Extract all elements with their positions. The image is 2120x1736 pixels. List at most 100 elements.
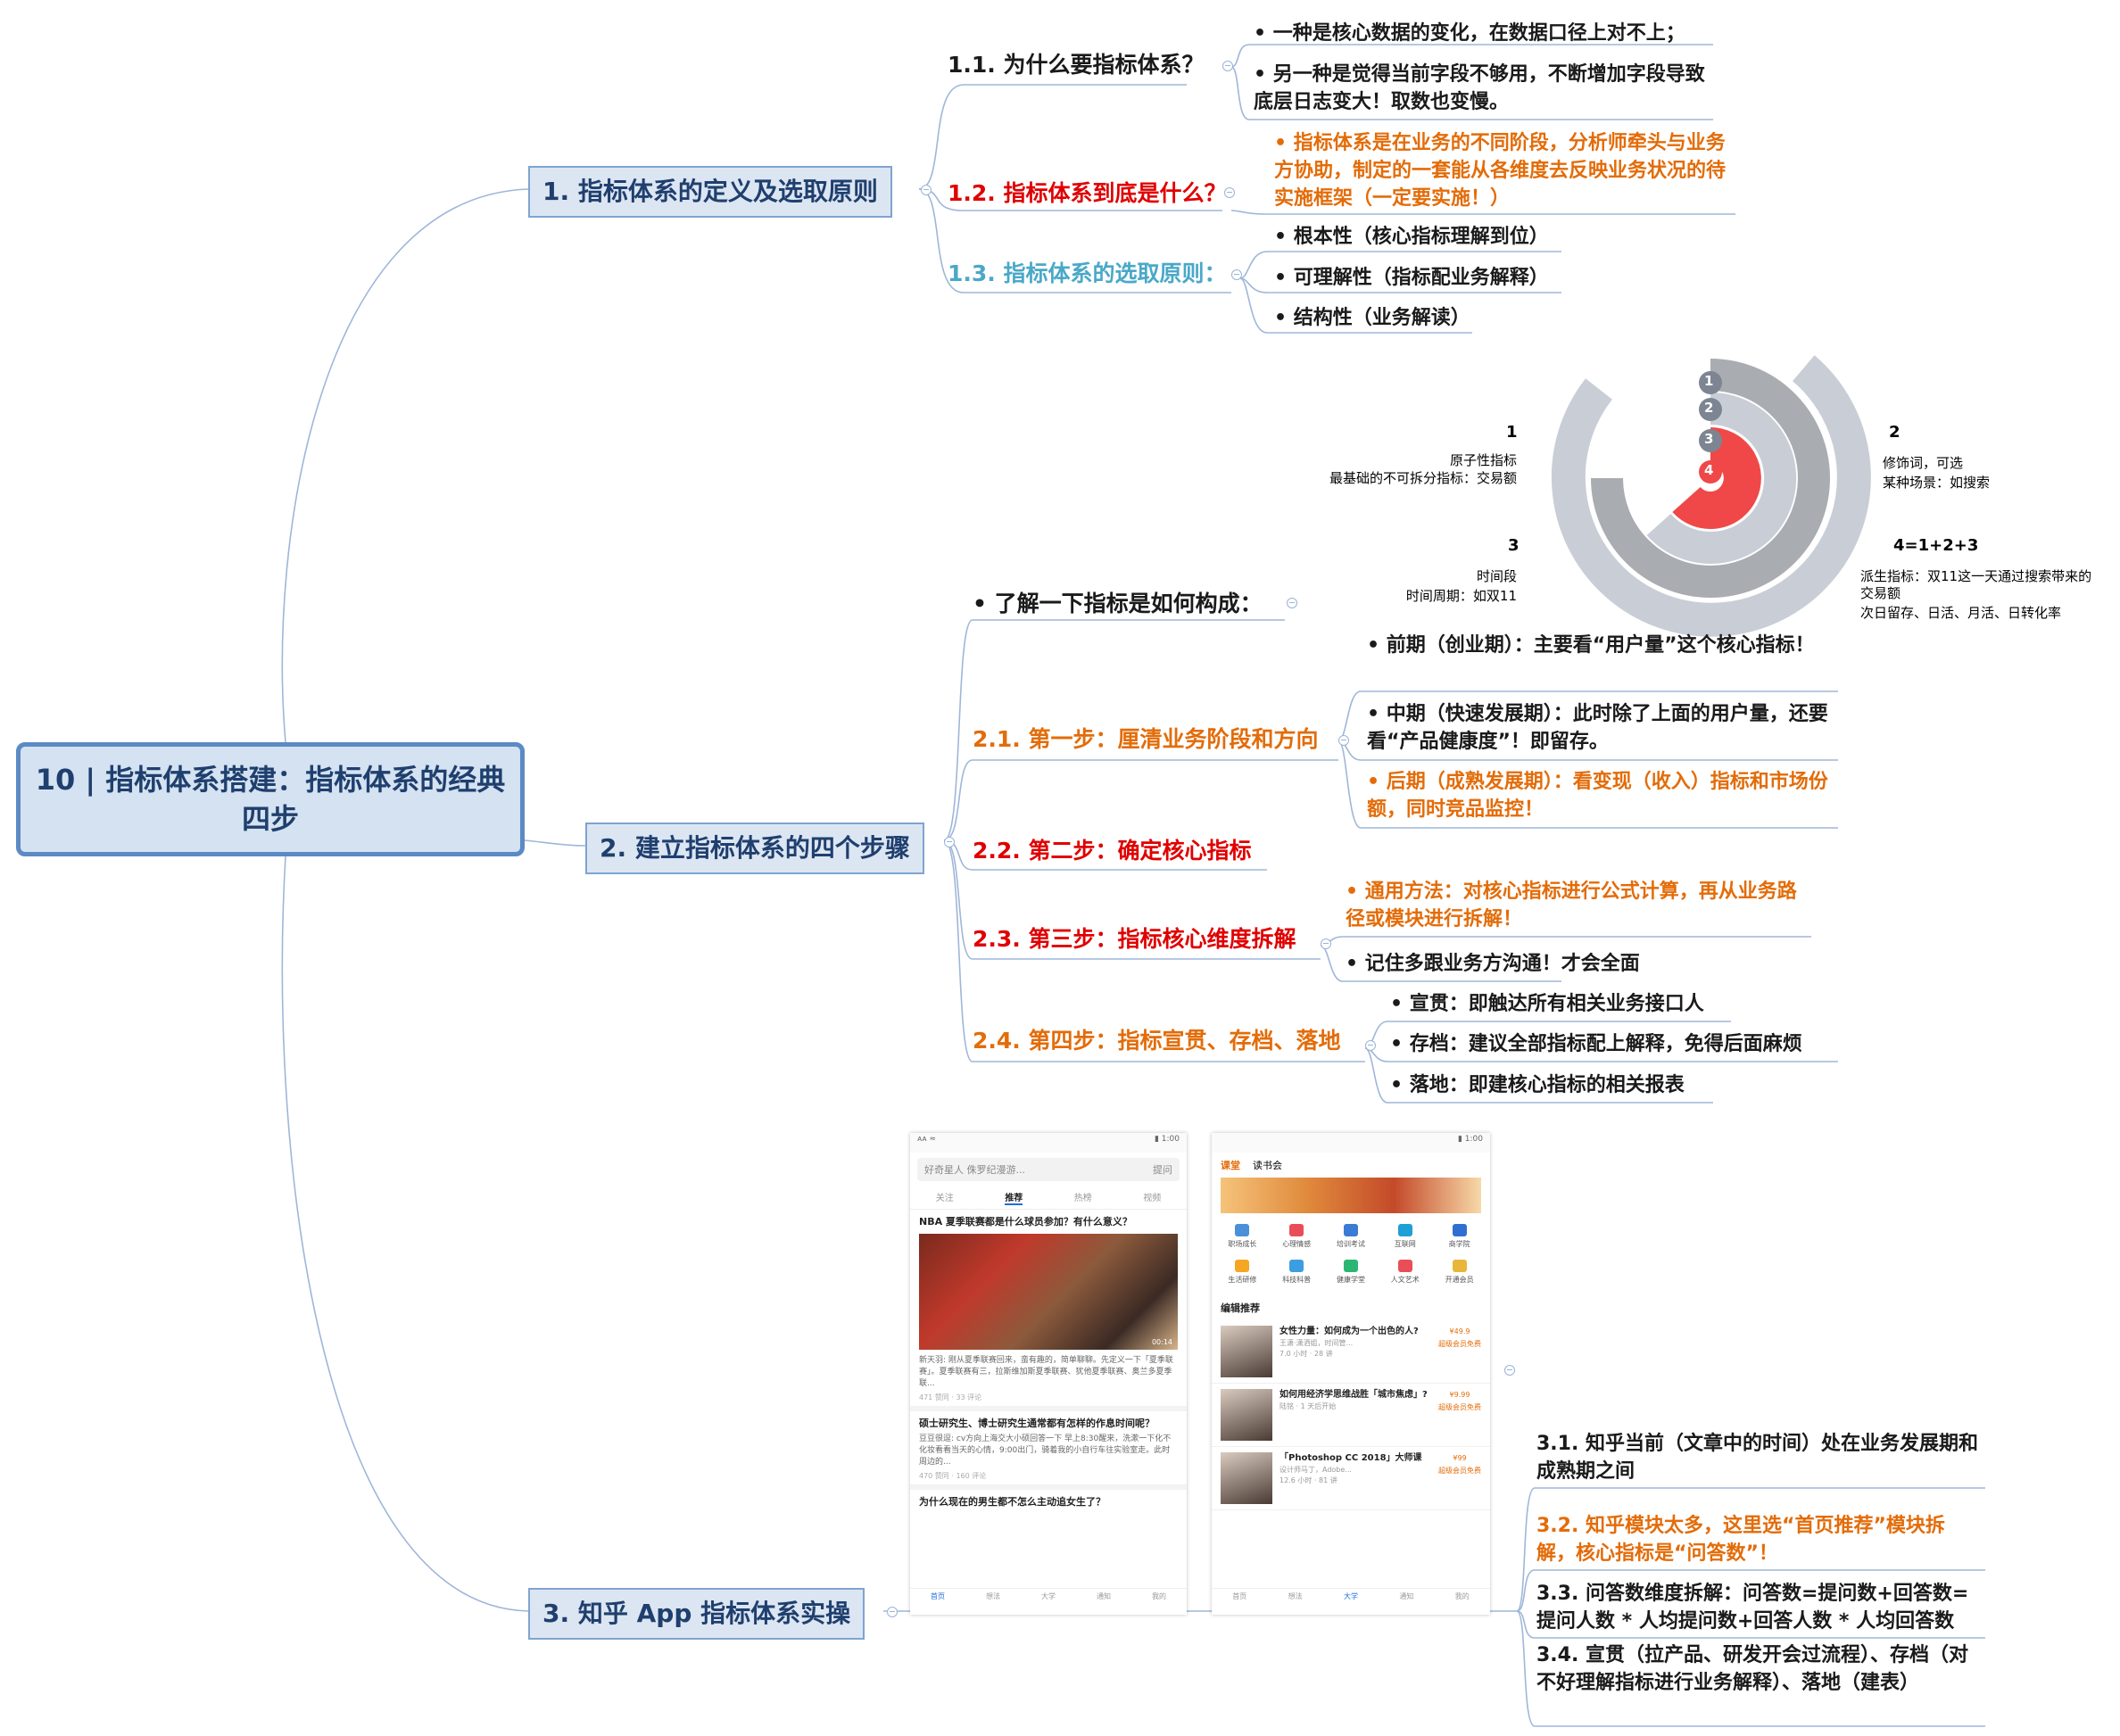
- nav-me[interactable]: 我的: [1152, 1592, 1166, 1600]
- leaf-1-3-c: • 结构性（业务解读）: [1274, 307, 1470, 329]
- nav-notify[interactable]: 通知: [1097, 1592, 1111, 1600]
- leaf-1-3-b: • 可理解性（指标配业务解释）: [1274, 267, 1549, 289]
- promo-banner[interactable]: [1221, 1178, 1481, 1213]
- tab-classroom[interactable]: 课堂: [1221, 1160, 1240, 1171]
- sub-2-1[interactable]: 2.1. 第一步：厘清业务阶段和方向: [973, 726, 1319, 752]
- ring-label-2-title: 修饰词，可选: [1883, 455, 1964, 471]
- tab-recommend[interactable]: 推荐: [1005, 1190, 1023, 1205]
- category-item[interactable]: 心理情感: [1270, 1224, 1324, 1249]
- course-avatar: [1221, 1326, 1272, 1377]
- category-item[interactable]: 科技科普: [1270, 1260, 1324, 1285]
- category-item[interactable]: 人文艺术: [1378, 1260, 1432, 1285]
- status-bar: ▮ 1:00: [1212, 1133, 1490, 1153]
- ring-label-1-desc: 最基础的不可拆分指标：交易额: [1329, 470, 1517, 486]
- video-thumbnail[interactable]: 00:14: [919, 1234, 1178, 1350]
- branch-3[interactable]: 3. 知乎 App 指标体系实操: [528, 1588, 865, 1640]
- feed-item-meta: 470 赞同 · 160 评论: [910, 1470, 1187, 1490]
- branch-3-title: 3. 知乎 App 指标体系实操: [542, 1599, 851, 1628]
- bottom-nav: 首页 想法 大学 通知 我的: [910, 1588, 1187, 1615]
- search-placeholder: 好奇星人 侏罗纪漫游...: [924, 1164, 1025, 1176]
- sub-2-0[interactable]: • 了解一下指标是如何构成：: [973, 591, 1263, 616]
- feed-item-title[interactable]: 为什么现在的男生都不怎么主动追女生了？: [919, 1496, 1106, 1508]
- ring-badge-4: [1699, 460, 1722, 484]
- collapse-toggle-icon[interactable]: [921, 185, 932, 195]
- ask-button[interactable]: 提问: [1153, 1164, 1172, 1176]
- status-bar: ᴀᴀ ≈ ▮ 1:00: [910, 1133, 1187, 1153]
- nav-me[interactable]: 我的: [1454, 1592, 1470, 1600]
- sub-2-4[interactable]: 2.4. 第四步：指标宣贯、存档、落地: [973, 1028, 1341, 1054]
- feed-item-title[interactable]: NBA 夏季联赛都是什么球员参加？有什么意义？: [919, 1216, 1132, 1228]
- leaf-3-3: 3.3. 问答数维度拆解：问答数=提问数+回答数=提问人数 * 人均提问数+回答…: [1536, 1583, 1969, 1633]
- leaf-1-2-a: • 指标体系是在业务的不同阶段，分析师牵头与业务方协助，制定的一套能从各维度去反…: [1274, 132, 1727, 210]
- nav-home[interactable]: 首页: [931, 1592, 945, 1600]
- sub-1-1[interactable]: 1.1. 为什么要指标体系？: [948, 52, 1205, 78]
- ring-badge-3: [1699, 429, 1722, 452]
- category-grid: 职场成长 心理情感 培训考试 互联网 商学院 生活研修 科技科普 健康学堂 人文…: [1212, 1213, 1490, 1295]
- sub-1-2[interactable]: 1.2. 指标体系到底是什么？: [948, 180, 1227, 206]
- ring-chart: [1551, 355, 1871, 637]
- tab-follow[interactable]: 关注: [935, 1194, 954, 1203]
- zhihu-university-screenshot: ▮ 1:00 课堂 读书会 职场成长 心理情感 培训考试 互联网 商学院 生活研…: [1212, 1133, 1490, 1615]
- category-item[interactable]: 健康学堂: [1324, 1260, 1379, 1285]
- search-bar[interactable]: 好奇星人 侏罗纪漫游... 提问: [917, 1158, 1180, 1181]
- ring-label-4-desc: 次日留存、日活、月活、日转化率: [1860, 605, 2062, 621]
- sub-1-3[interactable]: 1.3. 指标体系的选取原则：: [948, 260, 1227, 286]
- video-duration: 00:14: [1151, 1338, 1172, 1346]
- course-item[interactable]: 女性力量：如何成为一个出色的人?王潇·潇洒姐，时间管...7.0 小时 · 28…: [1212, 1320, 1490, 1384]
- leaf-2-4-c: • 落地：即建核心指标的相关报表: [1390, 1074, 1685, 1096]
- collapse-toggle-icon[interactable]: [1338, 735, 1349, 746]
- collapse-toggle-icon[interactable]: [1224, 187, 1235, 198]
- feed-item-title[interactable]: 硕士研究生、博士研究生通常都有怎样的作息时间呢？: [919, 1418, 1155, 1429]
- branch-1[interactable]: 1. 指标体系的定义及选取原则: [528, 166, 892, 218]
- ring-label-1-num: 1: [1506, 423, 1518, 442]
- status-left: ᴀᴀ ≈: [917, 1135, 937, 1144]
- leaf-2-3-a: • 通用方法：对核心指标进行公式计算，再从业务路径或模块进行拆解！: [1346, 880, 1797, 930]
- ring-badge-1-label: 1: [1704, 373, 1714, 389]
- leaf-3-1: 3.1. 知乎当前（文章中的时间）处在业务发展期和成熟期之间: [1536, 1433, 1978, 1483]
- status-right: ▮ 1:00: [1154, 1135, 1180, 1144]
- collapse-toggle-icon[interactable]: [944, 837, 955, 847]
- sub-2-3[interactable]: 2.3. 第三步：指标核心维度拆解: [973, 926, 1296, 952]
- zhihu-home-screenshot: ᴀᴀ ≈ ▮ 1:00 好奇星人 侏罗纪漫游... 提问 关注 推荐 热榜 视频 N…: [910, 1133, 1187, 1615]
- nav-home[interactable]: 首页: [1232, 1592, 1247, 1600]
- nav-notify[interactable]: 通知: [1399, 1592, 1414, 1600]
- leaf-3-2: 3.2. 知乎模块太多，这里选“首页推荐”模块拆解，核心指标是“问答数”！: [1536, 1515, 1945, 1565]
- collapse-toggle-icon[interactable]: [887, 1607, 898, 1617]
- collapse-toggle-icon[interactable]: [1321, 938, 1331, 949]
- ring-level-3: [1646, 393, 1797, 564]
- ring-level-1: [1551, 355, 1871, 637]
- course-item[interactable]: 「Photoshop CC 2018」大师课设计师马丁，Adobe...12.6…: [1212, 1447, 1490, 1510]
- ring-level-4: [1672, 427, 1761, 529]
- root-topic[interactable]: 10 | 指标体系搭建：指标体系的经典四步: [16, 742, 525, 856]
- tab-video[interactable]: 视频: [1143, 1194, 1162, 1203]
- nav-university[interactable]: 大学: [1041, 1592, 1056, 1600]
- ring-badge-2-label: 2: [1704, 400, 1714, 416]
- sub-2-2[interactable]: 2.2. 第二步：确定核心指标: [973, 838, 1252, 864]
- leaf-1-1-a: • 一种是核心数据的变化，在数据口径上对不上；: [1254, 22, 1685, 45]
- tab-hot[interactable]: 热榜: [1073, 1194, 1092, 1203]
- nav-university[interactable]: 大学: [1343, 1592, 1358, 1600]
- ring-label-2-desc: 某种场景：如搜索: [1883, 475, 1991, 491]
- collapse-toggle-icon[interactable]: [1231, 269, 1242, 280]
- collapse-toggle-icon[interactable]: [1504, 1365, 1515, 1376]
- collapse-toggle-icon[interactable]: [1222, 61, 1233, 71]
- feed-tabs: 关注 推荐 热榜 视频: [910, 1186, 1187, 1210]
- category-item[interactable]: 生活研修: [1215, 1260, 1270, 1285]
- leaf-2-1-a: • 前期（创业期）：主要看“用户量”这个核心指标！: [1367, 634, 1815, 657]
- ring-label-1-title: 原子性指标: [1449, 452, 1517, 468]
- collapse-toggle-icon[interactable]: [1287, 598, 1297, 608]
- ring-label-4-num: 4=1+2+3: [1893, 536, 1979, 555]
- nav-ideas[interactable]: 想法: [986, 1592, 1000, 1600]
- tab-reading[interactable]: 读书会: [1253, 1160, 1282, 1171]
- category-item[interactable]: 职场成长: [1215, 1224, 1270, 1249]
- category-item[interactable]: 商学院: [1432, 1224, 1486, 1249]
- branch-2[interactable]: 2. 建立指标体系的四个步骤: [585, 823, 924, 874]
- nav-ideas[interactable]: 想法: [1288, 1592, 1303, 1600]
- category-item[interactable]: 互联网: [1378, 1224, 1432, 1249]
- collapse-toggle-icon[interactable]: [1365, 1040, 1376, 1051]
- leaf-2-1-c: • 后期（成熟发展期）：看变现（收入）指标和市场份额，同时竞品监控！: [1367, 771, 1828, 821]
- category-item[interactable]: 开通会员: [1432, 1260, 1486, 1285]
- category-item[interactable]: 培训考试: [1324, 1224, 1379, 1249]
- branch-2-title: 2. 建立指标体系的四个步骤: [600, 833, 910, 863]
